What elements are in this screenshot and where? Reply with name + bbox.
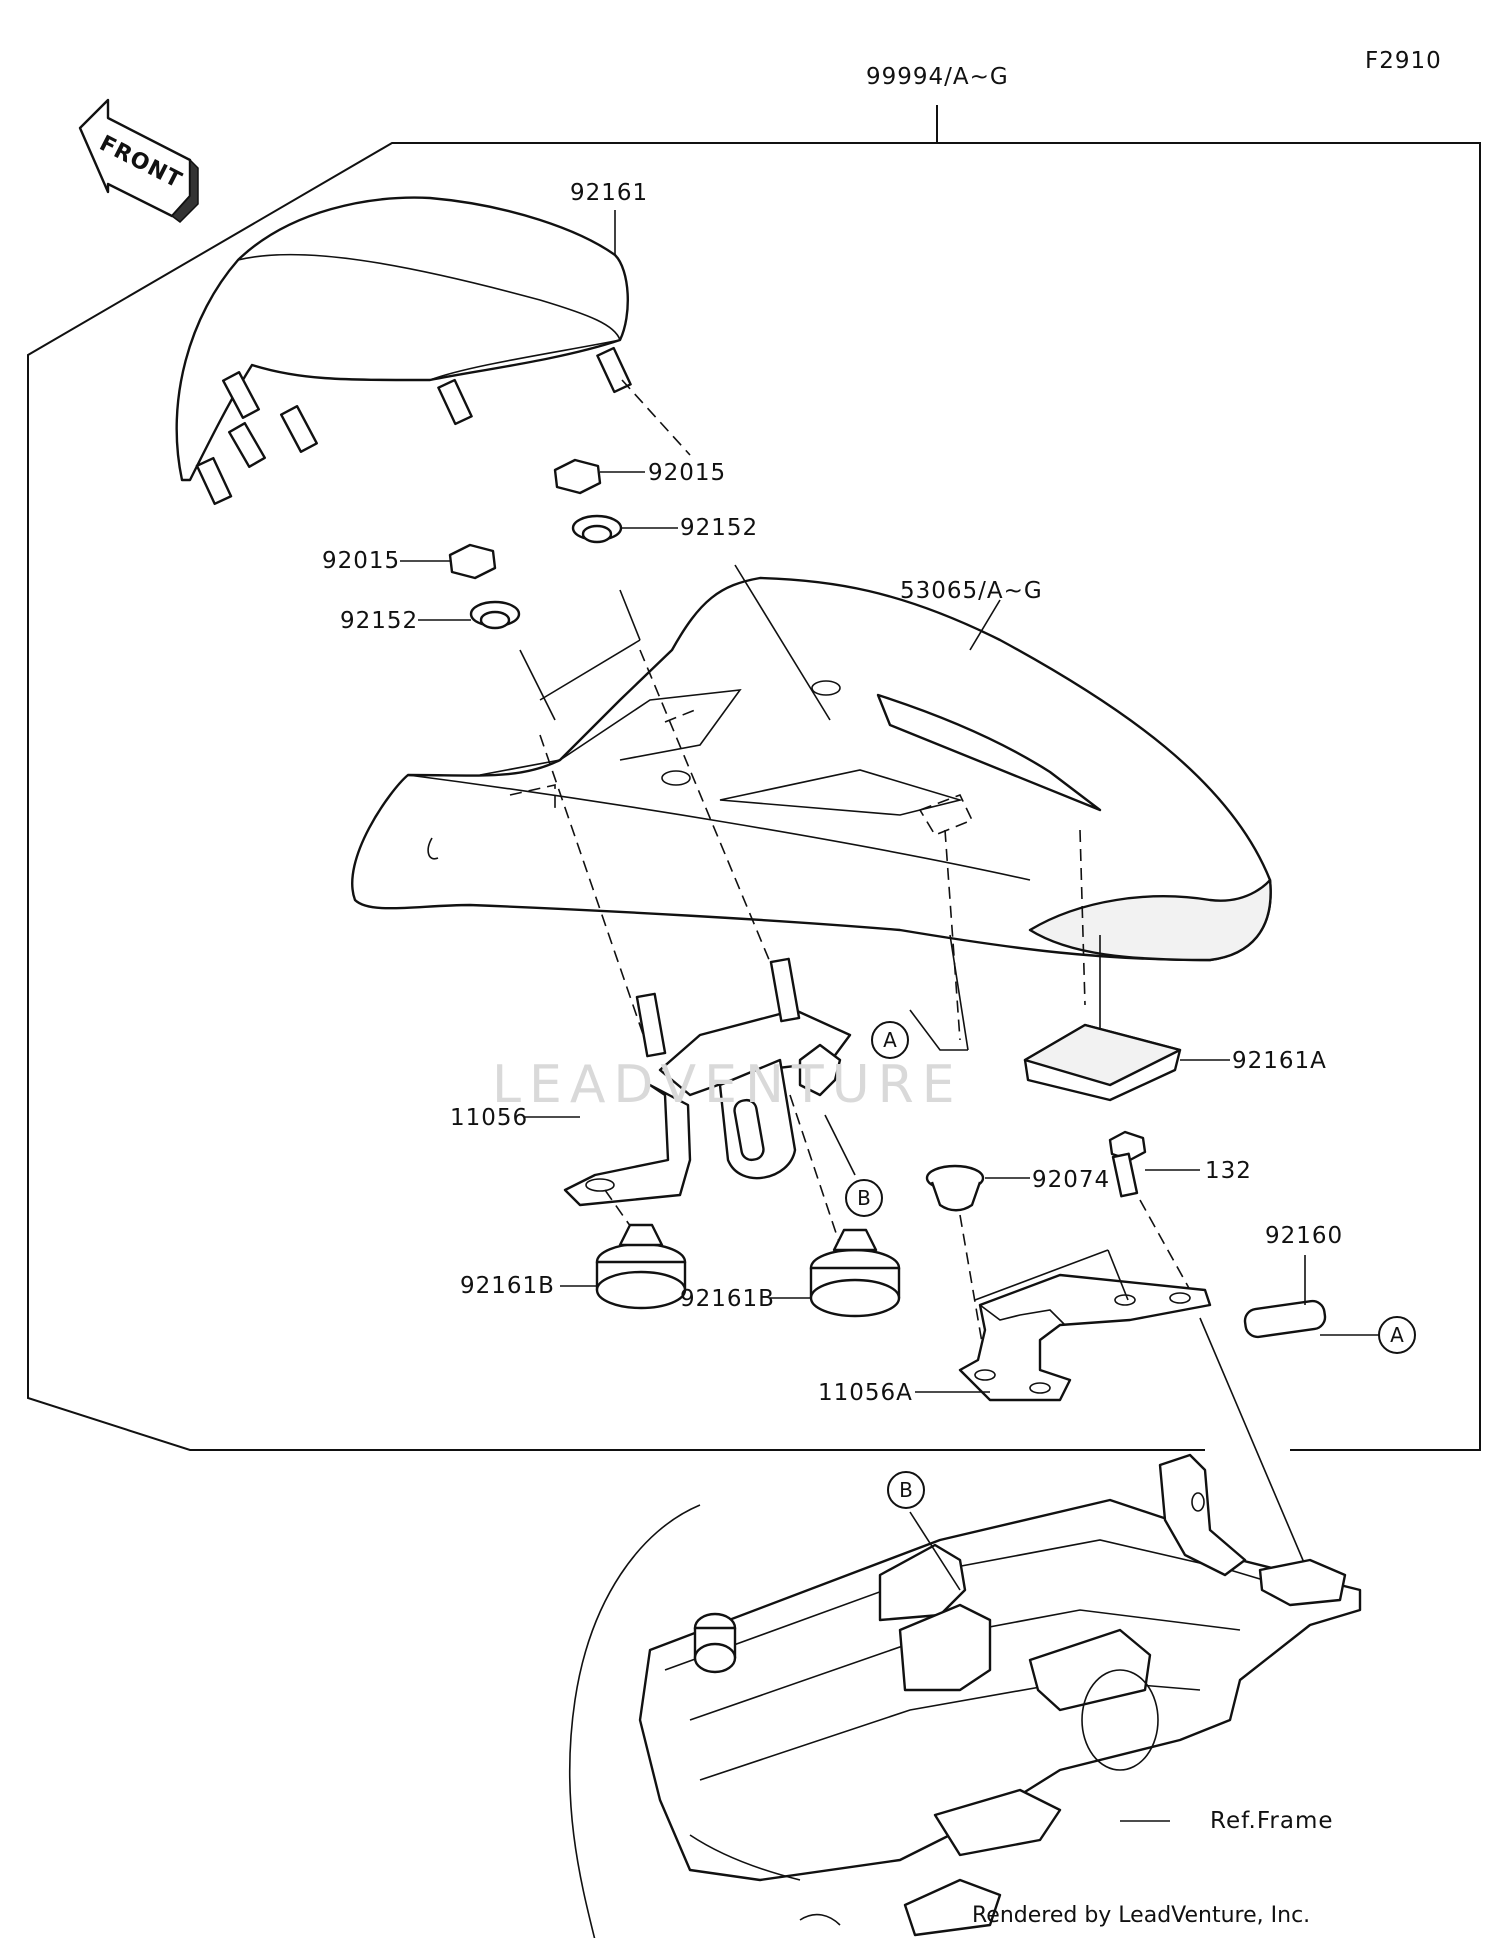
watermark: LEADVENTURE bbox=[492, 1055, 963, 1115]
assembly-line-1 bbox=[621, 379, 691, 456]
projection-line bbox=[1199, 1317, 1306, 1566]
nut-part bbox=[553, 458, 645, 495]
projection-line bbox=[1107, 1249, 1129, 1301]
label-grommet: 92074 bbox=[1032, 1167, 1110, 1193]
grommet-part bbox=[925, 1164, 1030, 1212]
projection-line bbox=[619, 589, 641, 641]
assembly-line-9 bbox=[1139, 1199, 1191, 1291]
leader-callout-b bbox=[824, 1114, 856, 1176]
label-pad-a: 92161A bbox=[1232, 1048, 1327, 1074]
projection-line bbox=[539, 639, 641, 701]
callout-a: A bbox=[1378, 1316, 1416, 1354]
label-pad-92160: 92160 bbox=[1265, 1223, 1343, 1249]
callout-a-label: A bbox=[1390, 1323, 1404, 1347]
credit-text: Rendered by LeadVenture, Inc. bbox=[972, 1903, 1310, 1928]
label-collar-2: 92152 bbox=[340, 608, 418, 634]
leader-seat-cover bbox=[969, 599, 1001, 651]
label-kit: 99994/A~G bbox=[866, 64, 1009, 90]
label-bolt: 132 bbox=[1205, 1158, 1252, 1184]
collar-part bbox=[571, 514, 678, 544]
callout-b-label: B bbox=[899, 1478, 913, 1502]
bracket-a-part bbox=[915, 1273, 1212, 1402]
assembly-line-5 bbox=[1079, 829, 1086, 1006]
label-seat-cover: 53065/A~G bbox=[900, 578, 1043, 604]
callout-a-label: A bbox=[883, 1028, 897, 1052]
projection-line bbox=[519, 649, 556, 721]
label-collar-1: 92152 bbox=[680, 515, 758, 541]
assembly-line-2 bbox=[539, 734, 646, 1041]
assembly-line-6 bbox=[604, 1189, 641, 1241]
label-nut-2: 92015 bbox=[322, 548, 400, 574]
label-bumper-1: 92161B bbox=[460, 1273, 555, 1299]
callout-b: B bbox=[887, 1471, 925, 1509]
bolt-part bbox=[1108, 1130, 1200, 1198]
label-pad-top: 92161 bbox=[570, 180, 648, 206]
kit-outline bbox=[27, 142, 1481, 1451]
bracket-part bbox=[563, 957, 852, 1207]
assembly-line-7 bbox=[789, 1094, 841, 1246]
bumper-part bbox=[770, 1228, 901, 1318]
callout-a: A bbox=[871, 1021, 909, 1059]
label-ref-frame: Ref.Frame bbox=[1210, 1808, 1334, 1834]
pad-92160-part bbox=[1243, 1255, 1380, 1339]
frame-part bbox=[568, 1453, 1362, 1938]
collar-part bbox=[418, 600, 521, 630]
projection-line bbox=[974, 1249, 1109, 1301]
pad-a-part bbox=[1023, 935, 1230, 1102]
label-nut-1: 92015 bbox=[648, 460, 726, 486]
leader-callout-a bbox=[909, 1009, 968, 1051]
projection-line bbox=[734, 564, 831, 721]
figure-code: F2910 bbox=[1365, 48, 1442, 74]
bumper-part bbox=[560, 1223, 687, 1310]
front-arrow-icon: FRONT bbox=[78, 98, 199, 223]
top-pad-part bbox=[175, 196, 632, 506]
leader-callout-a bbox=[949, 934, 969, 1051]
assembly-line-3 bbox=[639, 649, 791, 1011]
seat-cover-part bbox=[351, 576, 1272, 962]
label-bumper-2: 92161B bbox=[680, 1286, 775, 1312]
leader-callout-b bbox=[909, 1511, 961, 1591]
label-bracket-a: 11056A bbox=[818, 1380, 913, 1406]
nut-part bbox=[400, 543, 497, 580]
assembly-line-4 bbox=[944, 829, 961, 1041]
callout-b: B bbox=[845, 1179, 883, 1217]
callout-b-label: B bbox=[857, 1186, 871, 1210]
label-bracket: 11056 bbox=[450, 1105, 528, 1131]
assembly-line-8 bbox=[959, 1214, 986, 1361]
